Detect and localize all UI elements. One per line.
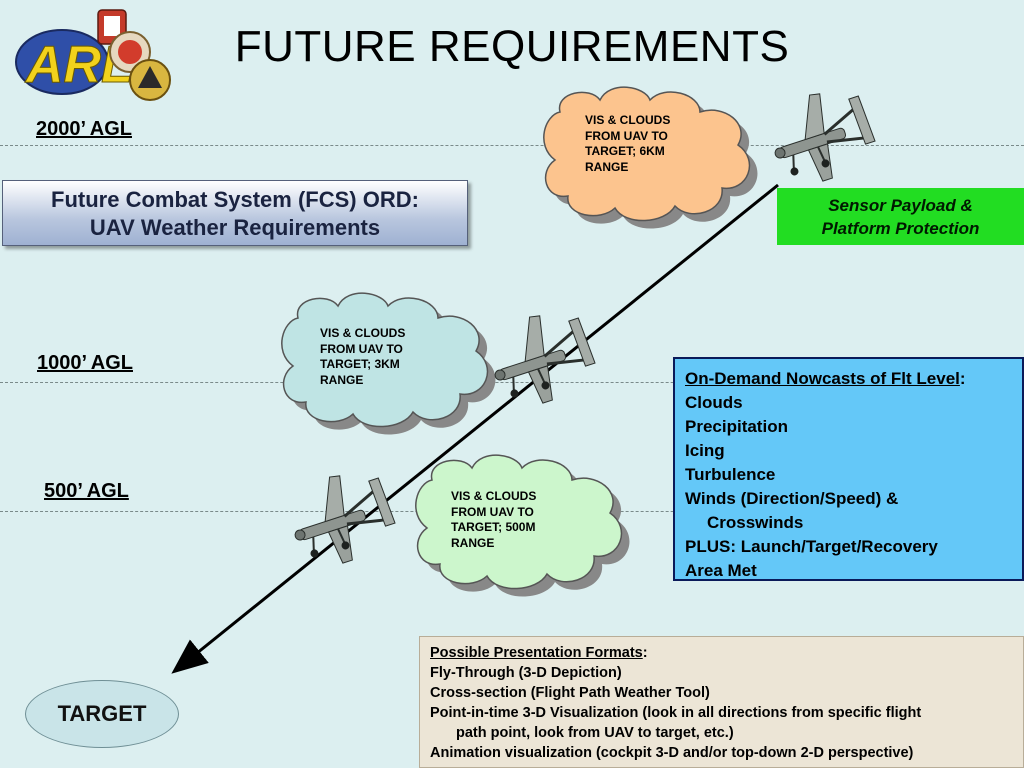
nowcast-plus-line-1: PLUS: Launch/Target/Recovery: [685, 537, 938, 556]
altitude-line-1000: [0, 382, 1024, 383]
fcs-requirements-box: Future Combat System (FCS) ORD: UAV Weat…: [2, 180, 468, 246]
uav-icon-2000: [759, 78, 884, 195]
nowcast-heading: On-Demand Nowcasts of Flt Level:: [685, 369, 966, 388]
format-point-in-time-cont: path point, look from UAV to target, etc…: [456, 725, 734, 741]
fcs-line-1: Future Combat System (FCS) ORD:: [51, 187, 419, 212]
presentation-formats-box: Possible Presentation Formats: Fly-Throu…: [419, 636, 1024, 768]
target-ellipse: TARGET: [25, 680, 179, 748]
arl-logo: ARL: [15, 9, 171, 101]
altitude-label-1000: 1000’ AGL: [37, 352, 133, 374]
sensor-line-1: Sensor Payload &: [828, 196, 973, 215]
nowcast-item-crosswinds: Crosswinds: [707, 513, 804, 532]
format-animation: Animation visualization (cockpit 3-D and…: [430, 745, 914, 761]
cloud-middle-text: VIS & CLOUDS FROM UAV TO TARGET; 3KM RAN…: [320, 326, 406, 387]
uav-icon-1000: [479, 300, 604, 417]
fcs-line-2: UAV Weather Requirements: [89, 215, 381, 240]
altitude-line-2000: [0, 145, 1024, 146]
altitude-label-500: 500’ AGL: [44, 480, 129, 502]
flight-path-arrow: [171, 183, 779, 674]
nowcast-item-icing: Icing: [685, 441, 725, 460]
cloud-top: [543, 86, 758, 229]
format-fly-through: Fly-Through (3-D Depiction): [430, 665, 622, 681]
page-title: FUTURE REQUIREMENTS: [234, 22, 790, 71]
nowcast-item-precipitation: Precipitation: [685, 417, 788, 436]
cloud-middle: [281, 292, 496, 435]
nowcast-item-turbulence: Turbulence: [685, 465, 776, 484]
uav-icon-500: [279, 460, 404, 577]
cloud-bottom: [415, 454, 630, 597]
cloud-top-text: VIS & CLOUDS FROM UAV TO TARGET; 6KM RAN…: [585, 113, 671, 174]
nowcast-requirements-box: On-Demand Nowcasts of Flt Level: Clouds …: [673, 357, 1024, 581]
cloud-bottom-text: VIS & CLOUDS FROM UAV TO TARGET; 500M RA…: [451, 489, 537, 550]
altitude-label-2000: 2000’ AGL: [36, 118, 132, 140]
nowcast-item-clouds: Clouds: [685, 393, 743, 412]
format-cross-section: Cross-section (Flight Path Weather Tool): [430, 685, 710, 701]
sensor-payload-box: Sensor Payload & Platform Protection: [777, 188, 1024, 245]
sensor-line-2: Platform Protection: [821, 219, 980, 238]
nowcast-item-winds: Winds (Direction/Speed) &: [685, 489, 899, 508]
format-point-in-time: Point-in-time 3-D Visualization (look in…: [430, 705, 922, 721]
formats-heading: Possible Presentation Formats:: [430, 645, 648, 661]
nowcast-plus-line-2: Area Met: [685, 561, 757, 580]
